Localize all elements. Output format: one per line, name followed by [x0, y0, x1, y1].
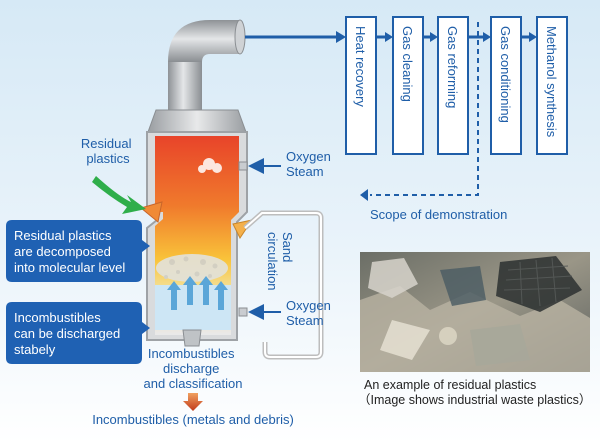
oxygen-inlet-top-nozzle: [238, 161, 248, 171]
scope-label: Scope of demonstration: [370, 207, 507, 222]
callout-discharged: Incombustibles can be discharged stabely: [6, 302, 150, 364]
process-train: Heat recovery Gas cleaning Gas reforming…: [345, 16, 568, 155]
process-step-label: Gas cleaning: [400, 26, 415, 102]
reactor-cap: [147, 109, 247, 133]
incombustibles-discharge-label: Incombustibles discharge and classificat…: [144, 346, 243, 391]
photo-caption: An example of residual plastics （Image s…: [358, 378, 591, 407]
discharge-outlet: [182, 329, 202, 347]
process-step-label: Heat recovery: [353, 26, 368, 107]
process-step-gas-reforming: Gas reforming: [437, 16, 469, 155]
residual-plastics-arrow: [92, 176, 146, 214]
gas-puff: [198, 158, 222, 173]
residual-plastics-label: Residual plastics: [81, 136, 135, 166]
sand-bed: [156, 254, 228, 282]
scope-arrowhead: [360, 189, 368, 201]
process-step-label: Gas reforming: [445, 26, 460, 108]
upflow-arrows: [167, 276, 228, 310]
incombustibles-output-label: Incombustibles (metals and debris): [92, 412, 294, 427]
residual-plastics-photo: [360, 252, 590, 372]
process-step-heat-recovery: Heat recovery: [345, 16, 377, 155]
svg-text:Residual plastics are de: Residual plastics are decomposed into mo…: [14, 228, 125, 275]
oxygen-steam-label-bottom: Oxygen Steam: [286, 298, 334, 328]
process-step-gas-cleaning: Gas cleaning: [392, 16, 424, 155]
svg-text:Incombustibles can be di: Incombustibles can be discharged stabely: [14, 310, 124, 357]
process-step-label: Gas conditioning: [498, 26, 513, 123]
plastics-feed-wedge: [139, 201, 163, 223]
svg-text:Sand circulation: Sand circulation: [265, 232, 295, 291]
oxygen-steam-label-top: Oxygen Steam: [286, 149, 334, 179]
incombustibles-output-arrow: [183, 393, 203, 411]
scope-dashed-line: [370, 22, 479, 196]
sand-circulation-label: Sand circulation: [265, 232, 295, 291]
oxygen-inlet-bottom-nozzle: [238, 307, 248, 317]
gas-pipe: [168, 19, 246, 110]
callout-decomposed: Residual plastics are decomposed into mo…: [6, 220, 150, 282]
process-step-gas-conditioning: Gas conditioning: [490, 16, 522, 155]
process-step-methanol-synthesis: Methanol synthesis: [536, 16, 568, 155]
process-step-label: Methanol synthesis: [544, 26, 559, 138]
